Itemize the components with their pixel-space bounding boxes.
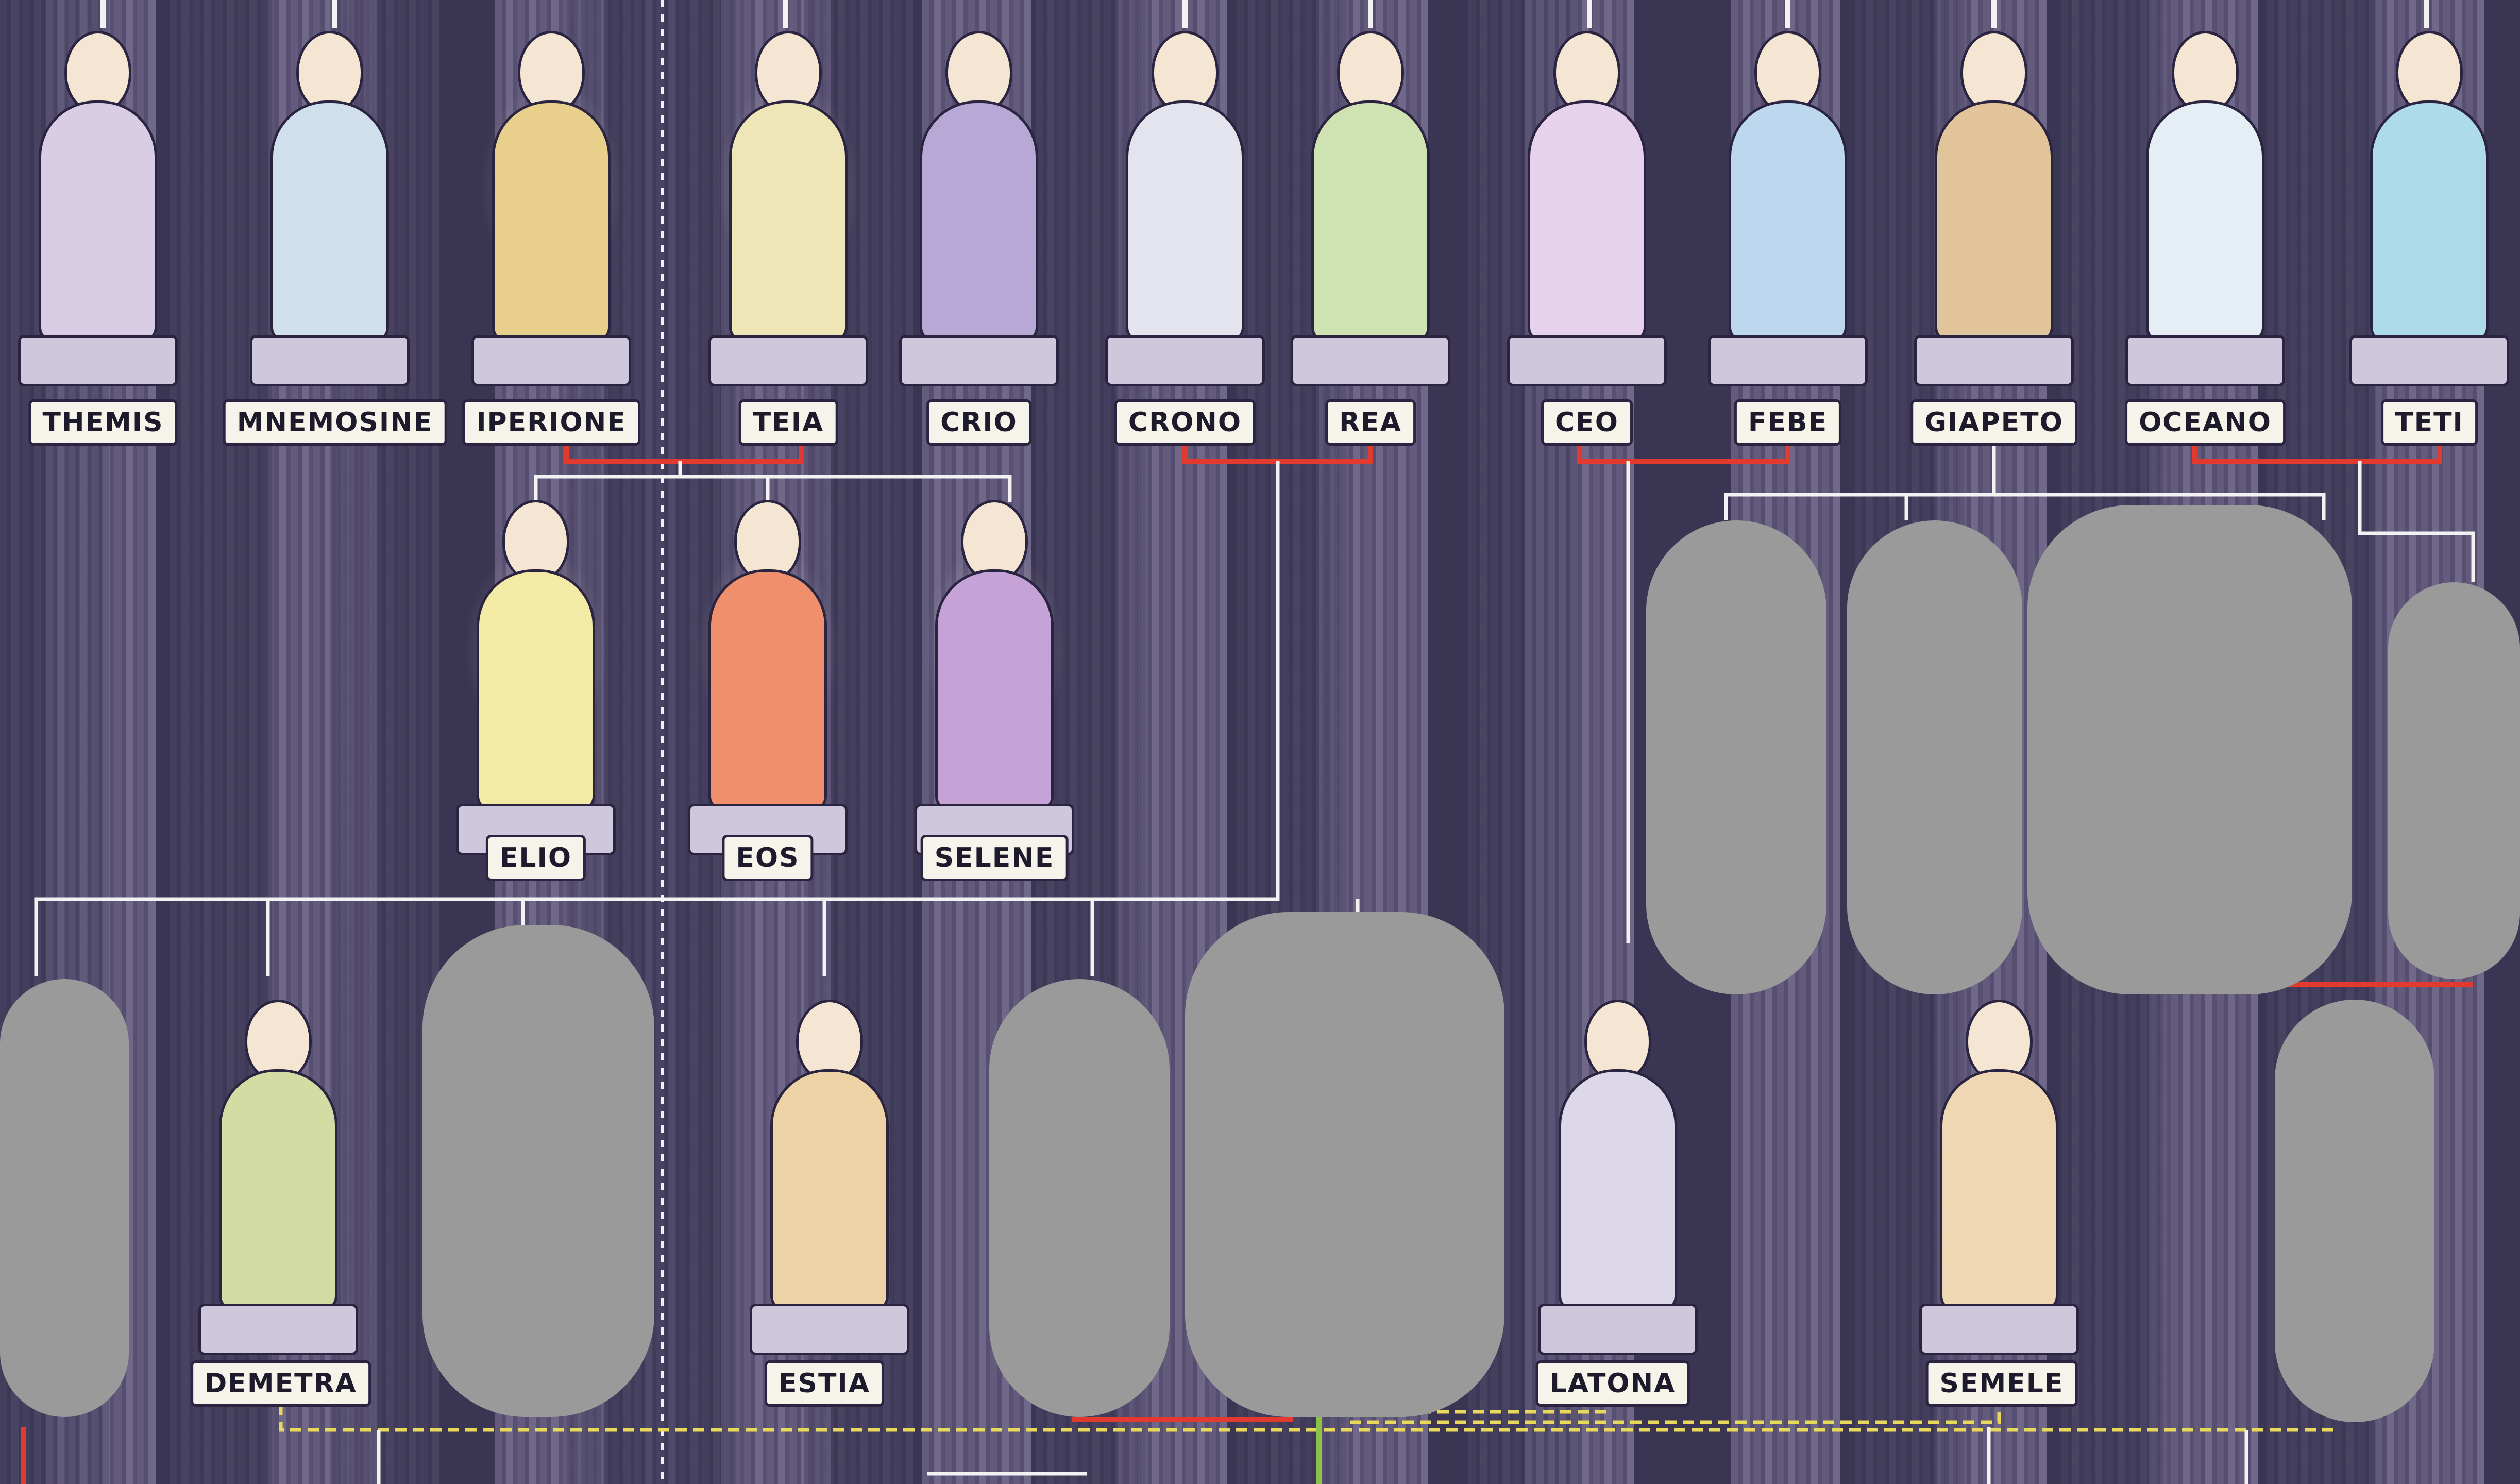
robe-icon [2370, 100, 2489, 343]
nameplate-oceano: OCEANO [2125, 399, 2286, 446]
robe-icon [1126, 100, 1244, 343]
statue-eos [690, 479, 845, 861]
robe-icon [920, 100, 1038, 343]
pedestal [1538, 1304, 1698, 1355]
nameplate-teti: TETI [2381, 399, 2478, 446]
nameplate-estia: ESTIA [765, 1360, 884, 1407]
statue-selene [917, 479, 1072, 861]
marriage-link-oceano-teti [2195, 443, 2440, 461]
pedestal [198, 1304, 358, 1355]
robe-icon [770, 1069, 889, 1311]
nameplate-eos: EOS [722, 835, 813, 881]
nameplate-semele: SEMELE [1926, 1360, 2078, 1407]
pedestal [1919, 1304, 2079, 1355]
pedestal [2349, 335, 2509, 386]
pedestal [899, 335, 1059, 386]
marriage-link-crono-rea [1185, 443, 1371, 461]
statue-themis [26, 10, 170, 402]
pedestal [1291, 335, 1450, 386]
child-link-oceano-teti [2360, 461, 2473, 582]
robe-icon [2146, 100, 2264, 343]
statue-elio [459, 479, 613, 861]
redaction-block [1847, 520, 2022, 994]
robe-icon [1940, 1069, 2058, 1311]
robe-icon [935, 569, 1054, 812]
robe-icon [708, 569, 827, 812]
statue-mnemosine [258, 10, 402, 402]
pedestal [471, 335, 631, 386]
redaction-block [1646, 520, 1826, 994]
robe-icon [1729, 100, 1847, 343]
pedestal [1105, 335, 1265, 386]
redaction-block [2388, 582, 2520, 979]
statue-giapeto [1917, 10, 2071, 402]
statue-oceano [2123, 10, 2288, 402]
robe-icon [1528, 100, 1646, 343]
marriage-link-ceo-febe [1579, 443, 1788, 461]
statue-ceo [1510, 10, 1664, 402]
statue-latona [1541, 979, 1695, 1371]
nameplate-latona: LATONA [1536, 1360, 1690, 1407]
redaction-block [989, 979, 1170, 1417]
statue-febe [1716, 10, 1860, 402]
redaction-block [422, 925, 654, 1417]
robe-icon [492, 100, 611, 343]
redaction-block [1185, 912, 1504, 1417]
statue-iperione [474, 10, 629, 402]
statue-semele [1922, 979, 2076, 1371]
nameplate-ceo: CEO [1541, 399, 1633, 446]
robe-icon [1559, 1069, 1677, 1311]
pedestal [1507, 335, 1667, 386]
nameplate-themis: THEMIS [28, 399, 177, 446]
statue-estia [752, 979, 907, 1371]
nameplate-teia: TEIA [739, 399, 838, 446]
statue-teia [716, 10, 860, 402]
pedestal [18, 335, 178, 386]
nameplate-crono: CRONO [1114, 399, 1256, 446]
pedestal [1914, 335, 2074, 386]
redaction-block [2027, 505, 2352, 994]
statue-teti [2355, 10, 2504, 402]
robe-icon [1311, 100, 1430, 343]
nameplate-mnemosine: MNEMOSINE [223, 399, 447, 446]
pedestal [1708, 335, 1868, 386]
pedestal [250, 335, 410, 386]
pedestal [2125, 335, 2285, 386]
marriage-link-iperione-teia [567, 443, 801, 461]
robe-icon [729, 100, 848, 343]
nameplate-elio: ELIO [486, 835, 586, 881]
statue-rea [1298, 10, 1443, 402]
statue-crio [907, 10, 1051, 402]
nameplate-demetra: DEMETRA [191, 1360, 371, 1407]
robe-icon [477, 569, 595, 812]
statue-demetra [201, 979, 356, 1371]
nameplate-crio: CRIO [926, 399, 1031, 446]
nameplate-selene: SELENE [921, 835, 1069, 881]
redaction-block [0, 979, 129, 1417]
pedestal [708, 335, 868, 386]
statue-crono [1103, 10, 1267, 402]
nameplate-rea: REA [1325, 399, 1416, 446]
nameplate-febe: FEBE [1734, 399, 1841, 446]
child-link-giapeto [1726, 443, 1994, 520]
robe-icon [270, 100, 389, 343]
robe-icon [219, 1069, 337, 1311]
pedestal [750, 1304, 909, 1355]
redaction-block [2275, 1000, 2434, 1422]
nameplate-giapeto: GIAPETO [1910, 399, 2077, 446]
robe-icon [1935, 100, 2053, 343]
nameplate-iperione: IPERIONE [462, 399, 640, 446]
robe-icon [39, 100, 157, 343]
